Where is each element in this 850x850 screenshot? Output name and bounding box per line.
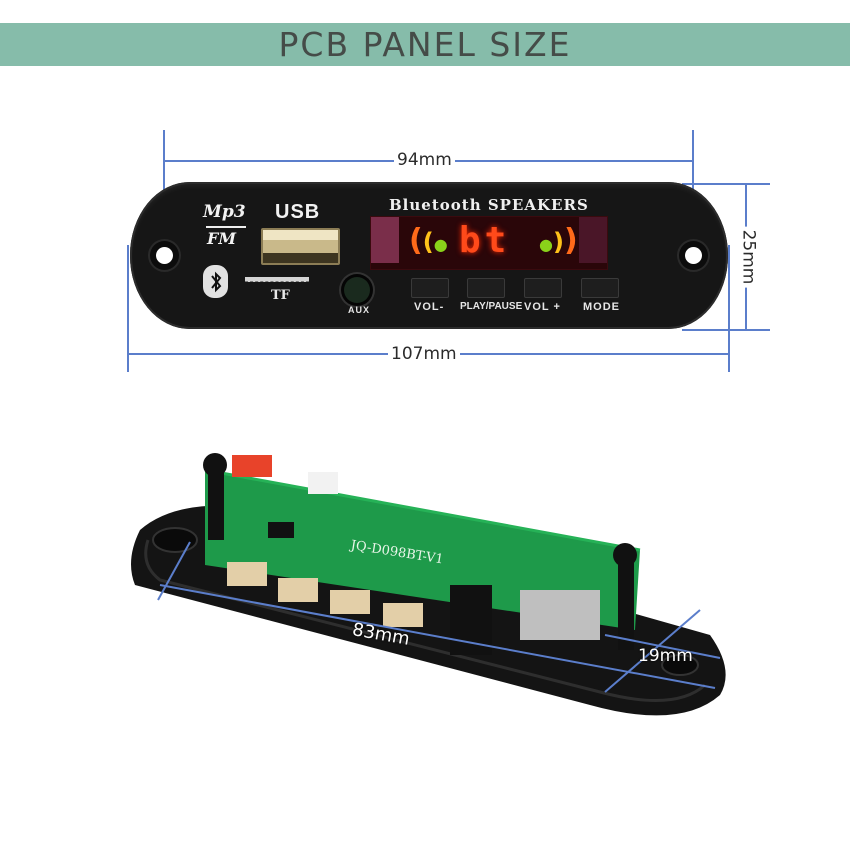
mount-hole-right (685, 247, 702, 264)
tf-card-slot[interactable] (245, 277, 309, 282)
dim-94-label: 94mm (394, 150, 455, 170)
play-pause-label: PLAY/PAUSE (460, 301, 523, 312)
mode-button[interactable] (581, 278, 619, 298)
dim-25-label: 25mm (738, 226, 759, 288)
title-banner: PCB PANEL SIZE (0, 23, 850, 66)
vol-down-label: VOL- (414, 301, 445, 313)
display-text: bt (459, 220, 511, 261)
dim-25-top-tick (682, 183, 770, 185)
vol-up-button[interactable] (524, 278, 562, 298)
mode-label: MODE (583, 301, 620, 313)
dim-107-label: 107mm (388, 344, 460, 364)
usb-port[interactable] (261, 228, 340, 265)
dim-107-left-tick (127, 245, 129, 372)
dim-107-right-tick (728, 245, 730, 372)
bluetooth-icon (203, 265, 228, 298)
usb-label: USB (275, 201, 321, 223)
banner-title: PCB PANEL SIZE (278, 25, 572, 64)
led-display: ((● bt ●)) (370, 216, 608, 270)
dim-19-label: 19mm (638, 646, 693, 666)
logo-divider (206, 226, 246, 228)
dim-94-left-tick (163, 130, 165, 240)
dim-25-bottom-tick (682, 329, 770, 331)
mount-hole-left (156, 247, 173, 264)
signal-wave-left-icon: ((● (409, 223, 448, 258)
logo-mp3: Mp3 (203, 202, 246, 222)
display-left-window (371, 217, 399, 263)
bluetooth-speakers-label: Bluetooth SPEAKERS (389, 196, 589, 214)
display-right-window (579, 217, 607, 263)
aux-label: AUX (348, 305, 371, 315)
signal-wave-right-icon: ●)) (539, 223, 578, 258)
vol-down-button[interactable] (411, 278, 449, 298)
play-pause-button[interactable] (467, 278, 505, 298)
pcb-module-photo (131, 453, 726, 716)
logo-fm: FM (207, 229, 237, 248)
aux-jack[interactable] (344, 277, 370, 303)
tf-label: TF (271, 288, 290, 303)
vol-up-label: VOL + (524, 301, 561, 313)
